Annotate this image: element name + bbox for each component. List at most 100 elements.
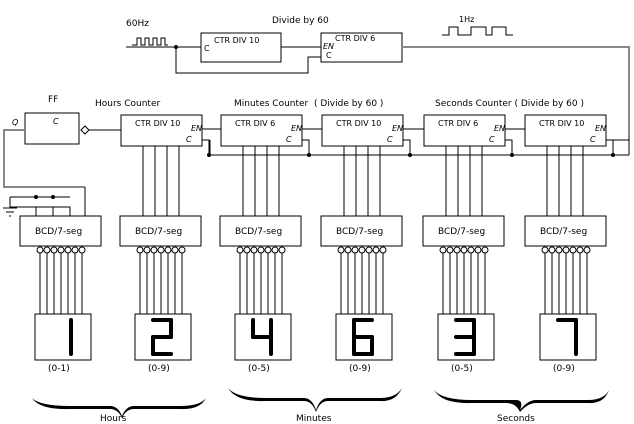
prescaler-div6-label: CTR DIV 6	[335, 34, 375, 43]
decoder-label: BCD/7-seg	[438, 227, 485, 237]
decoder-0	[19, 215, 102, 247]
ff-q-label: Q	[12, 118, 18, 127]
hours-brace	[32, 398, 206, 418]
output-bubble	[36, 246, 44, 254]
output-bubble	[50, 246, 58, 254]
output-bubble	[64, 246, 72, 254]
seconds-counter-title: Seconds Counter ( Divide by 60 )	[435, 99, 584, 109]
output-bubble	[583, 246, 591, 254]
output-bubble	[150, 246, 158, 254]
decoder-3	[320, 215, 403, 247]
counter-en: EN	[494, 124, 505, 133]
counter-en: EN	[291, 124, 302, 133]
output-bubble	[250, 246, 258, 254]
output-bubble	[257, 246, 265, 254]
output-bubble	[460, 246, 468, 254]
output-bubble	[555, 246, 563, 254]
output-bubble	[358, 246, 366, 254]
prescaler-div10-c: C	[204, 44, 210, 53]
prescaler-div6-c: C	[326, 51, 332, 60]
output-bubble	[446, 246, 454, 254]
prescaler-wires	[126, 46, 321, 74]
decoder-label: BCD/7-seg	[235, 227, 282, 237]
output-bubble	[243, 246, 251, 254]
counter-c: C	[387, 135, 393, 144]
decoder-label: BCD/7-seg	[135, 227, 182, 237]
counter-label: CTR DIV 10	[336, 119, 381, 128]
junction	[307, 153, 311, 157]
output-bubble	[576, 246, 584, 254]
decoder-label: BCD/7-seg	[35, 227, 82, 237]
counter-c: C	[489, 135, 495, 144]
decoder-label: BCD/7-seg	[540, 227, 587, 237]
output-bubble	[365, 246, 373, 254]
counter-c: C	[286, 135, 292, 144]
prescaler-div6-en: EN	[323, 42, 334, 51]
counter-c: C	[590, 135, 596, 144]
output-bubble	[467, 246, 475, 254]
counter-0	[120, 114, 203, 147]
counter-3	[423, 114, 506, 147]
ff-title: FF	[48, 95, 58, 105]
output-bubble	[71, 246, 79, 254]
flipflop	[24, 112, 80, 145]
output-bubble	[143, 246, 151, 254]
display-range: (0-5)	[451, 364, 473, 374]
decoder-2	[219, 215, 302, 247]
group-minutes: Minutes	[296, 414, 332, 424]
output-bubble	[481, 246, 489, 254]
clock-out-label: 1Hz	[459, 15, 474, 24]
output-bubble	[439, 246, 447, 254]
decoder-4	[422, 215, 505, 247]
counter-en: EN	[392, 124, 403, 133]
counter-label: CTR DIV 6	[235, 119, 275, 128]
display-range: (0-9)	[553, 364, 575, 374]
output-bubble	[453, 246, 461, 254]
output-bubble	[337, 246, 345, 254]
ff-clock-diamond	[80, 125, 90, 135]
output-bubble	[351, 246, 359, 254]
output-bubble	[43, 246, 51, 254]
minutes-counter-title: Minutes Counter ( Divide by 60 )	[234, 99, 383, 109]
junction	[207, 153, 211, 157]
output-bubble	[164, 246, 172, 254]
junction	[611, 153, 615, 157]
counter-en: EN	[595, 124, 606, 133]
output-bubble	[264, 246, 272, 254]
output-bubble	[344, 246, 352, 254]
output-bubble	[278, 246, 286, 254]
clock-in-waveform	[132, 37, 168, 46]
counter-c: C	[186, 135, 192, 144]
minutes-brace	[228, 388, 402, 412]
prescaler-div6	[320, 32, 403, 63]
output-bubble	[474, 246, 482, 254]
display-range: (0-9)	[349, 364, 371, 374]
one-hz-line	[402, 46, 630, 135]
output-bubble	[548, 246, 556, 254]
decoder-5	[524, 215, 607, 247]
group-hours: Hours	[100, 414, 127, 424]
display-range: (0-9)	[148, 364, 170, 374]
junction	[408, 153, 412, 157]
prescaler-div10-label: CTR DIV 10	[214, 36, 259, 45]
output-bubble	[171, 246, 179, 254]
seven-seg-display-0	[34, 313, 92, 361]
output-bubble	[372, 246, 380, 254]
junction	[174, 45, 178, 49]
display-range: (0-1)	[48, 364, 70, 374]
output-bubble	[57, 246, 65, 254]
decoder-1	[119, 215, 202, 247]
clock-out-waveform	[442, 26, 513, 36]
counter-1	[220, 114, 303, 147]
display-range: (0-5)	[248, 364, 270, 374]
prescaler-div10	[200, 32, 282, 63]
output-bubble	[379, 246, 387, 254]
counter-2	[321, 114, 404, 147]
ff-c-label: C	[53, 117, 59, 126]
output-bubble	[562, 246, 570, 254]
decoder-label: BCD/7-seg	[336, 227, 383, 237]
ff-q-wire	[3, 129, 85, 188]
clock-in-label: 60Hz	[126, 19, 149, 29]
output-bubble	[178, 246, 186, 254]
